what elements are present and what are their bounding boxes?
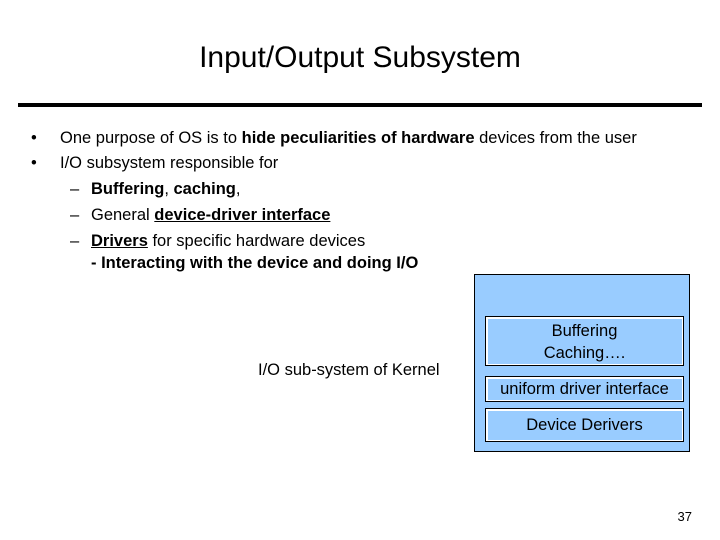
sub-item-text: Buffering, caching, bbox=[91, 180, 241, 198]
sub-item-text: General device-driver interface bbox=[91, 206, 331, 224]
slide-title: Input/Output Subsystem bbox=[199, 41, 521, 74]
uniform-driver-interface-layer: uniform driver interface bbox=[485, 376, 684, 402]
buffering-caching-layer: Buffering Caching…. bbox=[485, 316, 684, 366]
diagram-caption: I/O sub-system of Kernel bbox=[258, 361, 440, 379]
bullet-marker: • bbox=[31, 129, 37, 147]
layer-label: Caching…. bbox=[543, 344, 626, 362]
sub-item-marker: – bbox=[70, 180, 80, 198]
bullet-text: I/O subsystem responsible for bbox=[60, 153, 279, 172]
device-drivers-layer: Device Derivers bbox=[485, 408, 684, 442]
bullet-marker: • bbox=[31, 153, 37, 172]
sub-item-marker: – bbox=[70, 232, 80, 250]
layer-label: Buffering bbox=[551, 322, 618, 340]
title-divider bbox=[18, 103, 702, 107]
sub-item-marker: – bbox=[70, 206, 80, 224]
page-number: 37 bbox=[677, 509, 692, 524]
bullet-emphasis: hide peculiarities of hardware bbox=[241, 129, 475, 147]
sub-item-text: Drivers for specific hardware devices bbox=[91, 232, 366, 250]
bullet-text: One purpose of OS is to hide peculiariti… bbox=[60, 129, 637, 147]
driver-note: - Interacting with the device and doing … bbox=[91, 254, 419, 272]
kernel-io-diagram: Buffering Caching…. uniform driver inter… bbox=[474, 274, 690, 452]
